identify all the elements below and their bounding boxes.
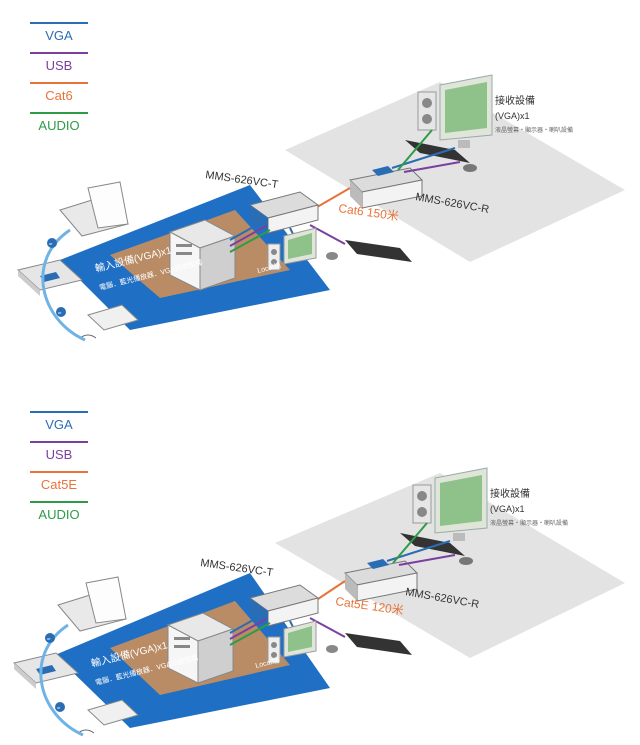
legend: VGA USB Cat6 AUDIO (30, 22, 90, 142)
local-monitor-icon (283, 620, 317, 658)
receiver-keyboard-icon (405, 140, 470, 163)
laptop-icon (59, 181, 129, 237)
or-label: or (47, 636, 51, 641)
receiver-mouse-icon (459, 557, 473, 565)
transmitter-unit-icon (248, 584, 320, 627)
legend-label: Cat6 (45, 88, 73, 103)
pc-cable-usb (229, 618, 267, 640)
legend-item-usb: USB (30, 52, 90, 82)
local-keyboard-icon (345, 240, 412, 262)
local-speaker-icon (267, 636, 281, 664)
receiver-floor (285, 82, 625, 262)
local-monitor-icon (283, 227, 317, 265)
pc-cable-audio (229, 622, 271, 646)
pc-cable-usb (229, 225, 267, 247)
pc-cable-vga (229, 221, 263, 241)
device-connector-arc (39, 623, 84, 737)
receiver-device-title: 接收設備 (490, 487, 530, 500)
legend-label: USB (45, 58, 73, 73)
transmitter-label: MMS-626VC-T (205, 169, 280, 191)
receiver-cable-audio (397, 129, 433, 171)
or-badge (55, 702, 65, 712)
receiver-keyboard-icon (400, 533, 465, 556)
local-speaker-icon (267, 243, 281, 271)
cat-cable (314, 580, 346, 602)
legend-label: AUDIO (38, 507, 80, 522)
receiver-cable-usb (403, 161, 461, 173)
legend-swatch (30, 112, 88, 114)
legend-label: VGA (45, 417, 73, 432)
receiver-device-subtitle: 液晶螢幕・顯示器・喇叭設備 (495, 126, 573, 134)
setup-illustration: or or MMS-626VC-T MMS-626VC-R Cat5E 120米… (12, 467, 625, 737)
legend-label: VGA (45, 28, 73, 43)
local-mouse-icon (326, 645, 338, 653)
receiver-speaker-icon (417, 91, 437, 131)
receiver-device-subtitle: 液晶螢幕・顯示器・喇叭設備 (490, 519, 568, 527)
or-badge (45, 633, 55, 643)
pc-tower-icon (168, 219, 237, 291)
receiver-floor (275, 473, 625, 658)
legend-item-vga: VGA (30, 411, 90, 441)
transmitter-label: MMS-626VC-T (200, 557, 275, 579)
legend-item-usb: USB (30, 441, 90, 471)
or-label: or (57, 705, 61, 710)
receiver-unit-icon (348, 166, 424, 209)
legend-swatch (30, 501, 88, 503)
legend-item-audio: AUDIO (30, 112, 90, 142)
legend-item-vga: VGA (30, 22, 90, 52)
or-label: or (49, 241, 53, 246)
legend-swatch (30, 471, 88, 473)
transmitter-unit-icon (248, 191, 320, 234)
receiver-mouse-icon (463, 164, 477, 172)
or-label: or (58, 310, 62, 315)
legend-swatch (30, 411, 88, 413)
receiver-speaker-icon (412, 484, 432, 524)
bluray-player-icon (12, 652, 80, 689)
pc-cable-vga (229, 614, 263, 634)
receiver-monitor-icon (434, 467, 488, 541)
legend-item-audio: AUDIO (30, 501, 90, 531)
legend-swatch (30, 22, 88, 24)
legend-label: AUDIO (38, 118, 80, 133)
legend-item-cable: Cat5E (30, 471, 90, 501)
or-badge (56, 307, 66, 317)
receiver-cable-usb (398, 554, 456, 566)
receiver-device-title-2: (VGA)x1 (490, 504, 525, 514)
receiver-monitor-icon (439, 74, 493, 148)
legend-label: USB (45, 447, 73, 462)
device-connector-arc (41, 228, 86, 342)
bluray-player-icon (16, 259, 84, 296)
pc-tower-icon (166, 612, 235, 684)
setup-illustration: or or MMS-626VC-T MMS-626VC-R Cat6 150米 … (16, 74, 625, 342)
receiver-cable-audio (392, 522, 428, 564)
legend: VGA USB Cat5E AUDIO (30, 411, 90, 531)
legend-swatch (30, 82, 88, 84)
receiver-unit-icon (343, 559, 419, 602)
pc-cable-audio (229, 229, 271, 253)
diagram-panel-2: VGA USB Cat5E AUDIO (0, 373, 640, 745)
diagram-panel-1: VGA USB Cat6 AUDIO (0, 0, 640, 372)
legend-swatch (30, 52, 88, 54)
local-mouse-icon (326, 252, 338, 260)
laptop-icon (57, 576, 127, 632)
legend-item-cable: Cat6 (30, 82, 90, 112)
or-badge (47, 238, 57, 248)
receiver-device-title: 接收設備 (495, 94, 535, 107)
legend-label: Cat5E (40, 477, 78, 492)
legend-swatch (30, 441, 88, 443)
receiver-device-title-2: (VGA)x1 (495, 111, 530, 121)
local-keyboard-icon (345, 633, 412, 655)
